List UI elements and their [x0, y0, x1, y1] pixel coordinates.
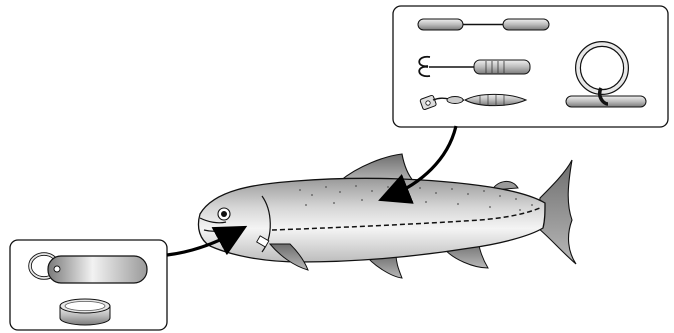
bottom-tag-panel: [10, 240, 167, 330]
top-tag-panel: [393, 6, 668, 127]
trout-icon: [198, 154, 576, 278]
fish-eye: [218, 208, 230, 220]
band-ring-icon: [60, 299, 110, 325]
